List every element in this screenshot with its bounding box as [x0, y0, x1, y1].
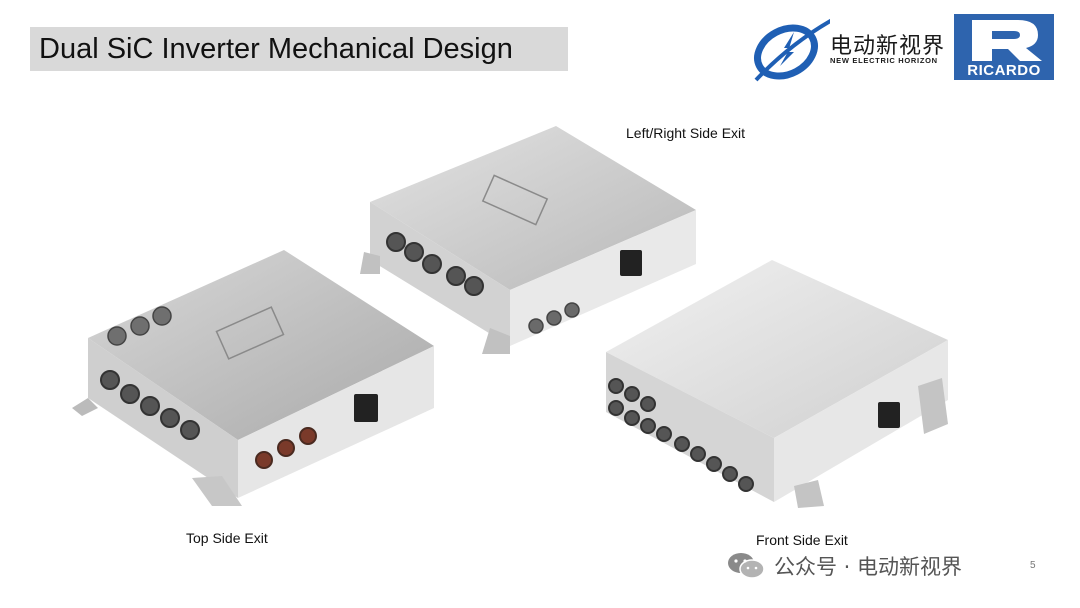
horizon-logo-en: NEW ELECTRIC HORIZON	[830, 56, 938, 65]
label-left-right-side-exit: Left/Right Side Exit	[626, 125, 746, 141]
horizon-swirl-icon	[754, 18, 833, 82]
inverter-front-side-exit-image	[606, 260, 948, 508]
wechat-icon	[728, 553, 765, 579]
label-front-side-exit: Front Side Exit	[756, 532, 848, 548]
title-box: Dual SiC Inverter Mechanical Design	[30, 27, 568, 71]
watermark-text: 公众号 · 电动新视界	[774, 555, 963, 579]
inverter-top-side-exit-image	[72, 250, 434, 506]
wechat-watermark: 公众号 · 电动新视界	[726, 550, 962, 582]
label-top-side-exit: Top Side Exit	[186, 530, 268, 546]
ricardo-wordmark: RICARDO	[954, 61, 1054, 80]
ricardo-logo: RICARDO	[954, 14, 1054, 80]
ricardo-r-icon	[954, 14, 1054, 61]
slide-title: Dual SiC Inverter Mechanical Design	[39, 33, 513, 65]
inverter-left-right-side-exit-image	[360, 126, 696, 354]
new-electric-horizon-logo: 电动新视界 NEW ELECTRIC HORIZON	[750, 14, 950, 82]
horizon-logo-cn: 电动新视界	[830, 34, 946, 59]
page-number: 5	[1030, 560, 1036, 571]
